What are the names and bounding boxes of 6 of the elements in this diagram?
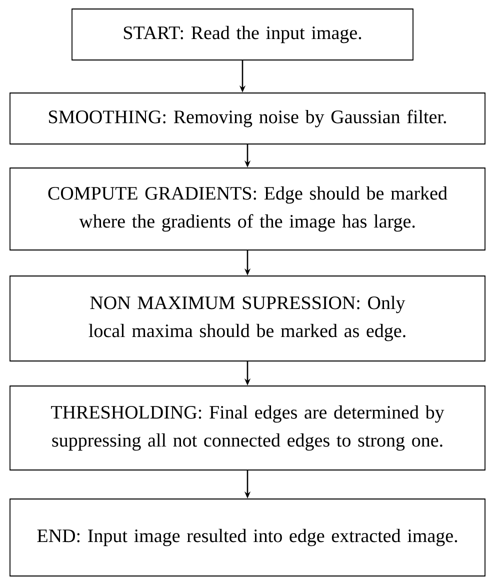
process-box: END: Input image resulted into edge extracted image. — [10, 498, 486, 576]
process-box: NON MAXIMUM SUPRESSION: Only local maxima should be marked as edge. — [10, 276, 486, 362]
process-box: THRESHOLDING: Final edges are determined by suppressing all not connected edges to strong one. — [10, 386, 486, 470]
process-box: COMPUTE GRADIENTS: Edge should be marked where the gradients of the image has large. — [10, 168, 486, 250]
process-box: SMOOTHING: Removing noise by Gaussian filter. — [10, 92, 486, 144]
process-box: START: Read the input image. — [72, 8, 414, 60]
